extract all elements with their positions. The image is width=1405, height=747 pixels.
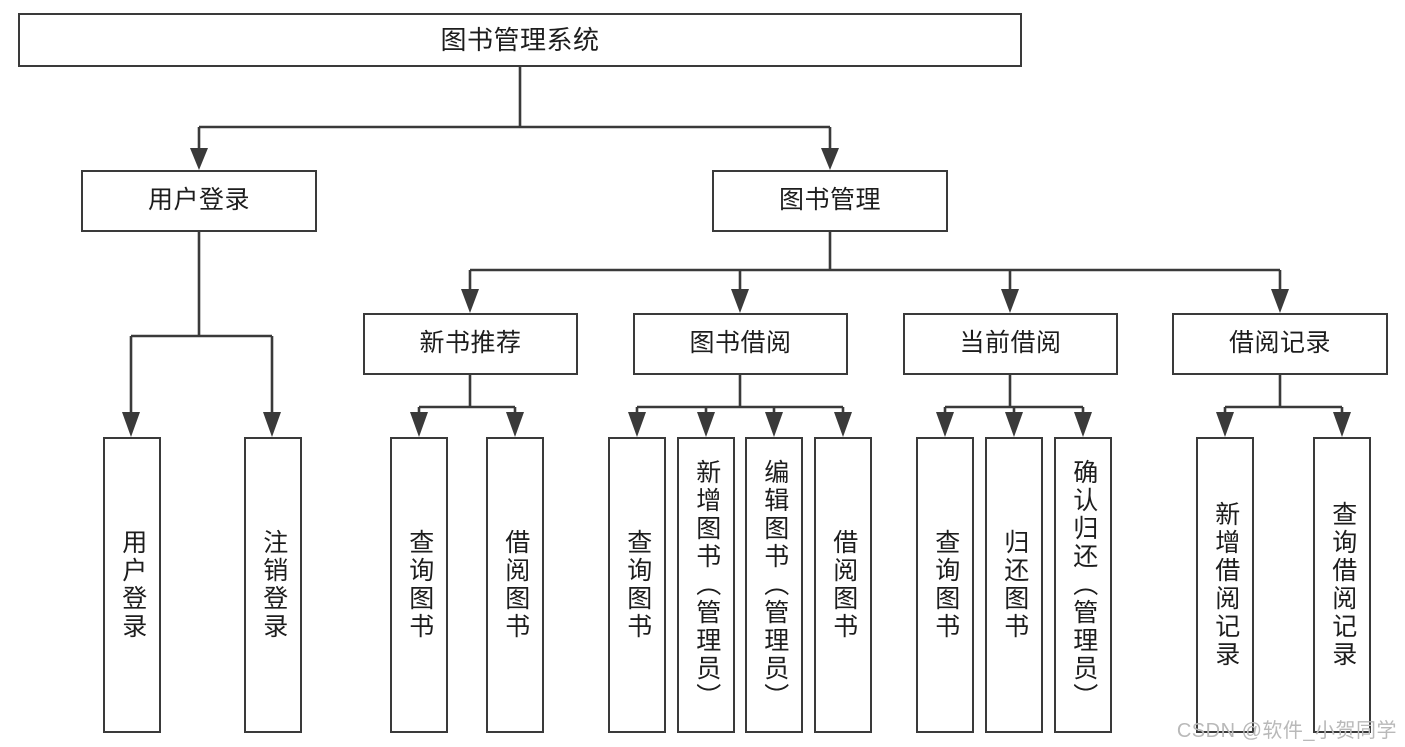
leaf-user-login-login[interactable]: 用户登录 (103, 437, 161, 733)
leaf-book-borrow-edit-admin[interactable]: 编辑图书（管理员） (745, 437, 803, 733)
node-label: 借阅图书 (501, 529, 530, 641)
leaf-book-borrow-query[interactable]: 查询图书 (608, 437, 666, 733)
leaf-book-borrow-add-admin[interactable]: 新增图书（管理员） (677, 437, 735, 733)
arrowhead-current-borrow-leaf3 (1074, 412, 1092, 437)
leaf-book-borrow-borrow[interactable]: 借阅图书 (814, 437, 872, 733)
node-label: 编辑图书（管理员） (760, 459, 789, 711)
node-label: 查询图书 (623, 529, 652, 641)
watermark: CSDN @软件_小贺同学 (1176, 720, 1397, 742)
leaf-current-borrow-confirm-admin[interactable]: 确认归还（管理员） (1054, 437, 1112, 733)
node-label: 当前借阅 (959, 329, 1062, 358)
leaf-new-book-borrow[interactable]: 借阅图书 (486, 437, 544, 733)
node-label: 用户登录 (147, 186, 250, 215)
node-label: 归还图书 (1000, 529, 1029, 641)
arrowhead-user-login (190, 148, 208, 170)
node-label: 用户登录 (118, 529, 147, 641)
arrowhead-borrow-record-leaf2 (1333, 412, 1351, 437)
node-label: 图书管理 (778, 186, 881, 215)
arrowhead-current-borrow (1001, 289, 1019, 313)
node-label: 新增图书（管理员） (692, 459, 721, 711)
node-label: 注销登录 (259, 529, 288, 641)
node-label: 确认归还（管理员） (1069, 459, 1098, 711)
node-label: 新书推荐 (419, 329, 522, 358)
arrowhead-current-borrow-leaf2 (1005, 412, 1023, 437)
arrowhead-borrow-record (1271, 289, 1289, 313)
arrowhead-book-borrow (731, 289, 749, 313)
node-label: 查询图书 (931, 529, 960, 641)
node-book-management[interactable]: 图书管理 (712, 170, 948, 232)
node-label: 借阅图书 (829, 529, 858, 641)
leaf-user-login-logout[interactable]: 注销登录 (244, 437, 302, 733)
arrowhead-borrow-record-leaf1 (1216, 412, 1234, 437)
arrowhead-user-login-leaf1 (122, 412, 140, 437)
arrowhead-book-borrow-leaf4 (834, 412, 852, 437)
arrowhead-book-borrow-leaf2 (697, 412, 715, 437)
leaf-borrow-record-query[interactable]: 查询借阅记录 (1313, 437, 1371, 733)
arrowhead-book-borrow-leaf1 (628, 412, 646, 437)
node-label: 新增借阅记录 (1211, 501, 1240, 669)
leaf-current-borrow-query[interactable]: 查询图书 (916, 437, 974, 733)
leaf-current-borrow-return[interactable]: 归还图书 (985, 437, 1043, 733)
arrowhead-book-borrow-leaf3 (765, 412, 783, 437)
leaf-borrow-record-add[interactable]: 新增借阅记录 (1196, 437, 1254, 733)
node-book-borrow[interactable]: 图书借阅 (633, 313, 848, 375)
arrowhead-user-login-leaf2 (263, 412, 281, 437)
leaf-new-book-query[interactable]: 查询图书 (390, 437, 448, 733)
arrowhead-new-book (461, 289, 479, 313)
node-user-login[interactable]: 用户登录 (81, 170, 317, 232)
arrowhead-current-borrow-leaf1 (936, 412, 954, 437)
node-label: 查询图书 (405, 529, 434, 641)
node-label: 查询借阅记录 (1328, 501, 1357, 669)
node-borrow-record[interactable]: 借阅记录 (1172, 313, 1388, 375)
arrowhead-book-manage (821, 148, 839, 170)
node-current-borrow[interactable]: 当前借阅 (903, 313, 1118, 375)
arrowhead-new-book-leaf2 (506, 412, 524, 437)
arrowhead-new-book-leaf1 (410, 412, 428, 437)
node-label: 图书管理系统 (440, 24, 600, 55)
node-label: 借阅记录 (1228, 329, 1331, 358)
node-label: 图书借阅 (689, 329, 792, 358)
node-root-library-system[interactable]: 图书管理系统 (18, 13, 1022, 67)
node-new-book-recommend[interactable]: 新书推荐 (363, 313, 578, 375)
